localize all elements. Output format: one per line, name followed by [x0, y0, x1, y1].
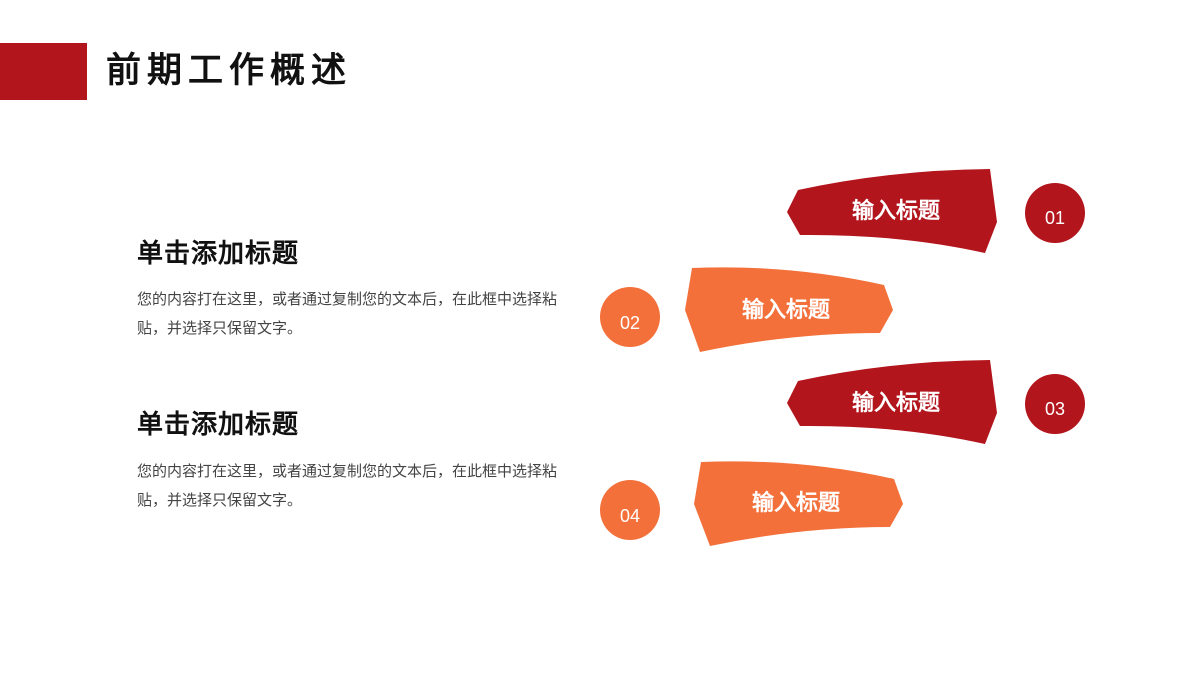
step-2-circle[interactable]: [600, 287, 660, 347]
block-2-text[interactable]: 您的内容打在这里，或者通过复制您的文本后，在此框中选择粘贴，并选择只保留文字。: [137, 462, 558, 509]
step-3-label[interactable]: 输入标题: [851, 391, 940, 416]
step-4-circle[interactable]: [600, 480, 660, 540]
step-3-banner[interactable]: [787, 360, 997, 444]
step-2-label[interactable]: 输入标题: [741, 298, 830, 323]
block-2-title[interactable]: 单击添加标题: [137, 410, 300, 440]
step-3-number: 03: [1044, 399, 1066, 419]
header-accent-bar: [0, 43, 87, 100]
step-1-number: 01: [1044, 208, 1066, 228]
block-1-text[interactable]: 您的内容打在这里，或者通过复制您的文本后，在此框中选择粘贴，并选择只保留文字。: [137, 290, 558, 337]
step-2-banner[interactable]: [685, 267, 893, 352]
step-1-banner[interactable]: [787, 169, 997, 253]
step-4-banner[interactable]: [694, 461, 903, 546]
step-1-circle[interactable]: [1025, 183, 1085, 243]
page-title: 前期工作概述: [106, 51, 353, 91]
step-3-circle[interactable]: [1025, 374, 1085, 434]
step-1-label[interactable]: 输入标题: [851, 199, 940, 224]
step-4-number: 04: [619, 506, 641, 526]
step-2-number: 02: [619, 313, 641, 333]
block-1-title[interactable]: 单击添加标题: [137, 239, 300, 269]
step-4-label[interactable]: 输入标题: [751, 491, 840, 516]
